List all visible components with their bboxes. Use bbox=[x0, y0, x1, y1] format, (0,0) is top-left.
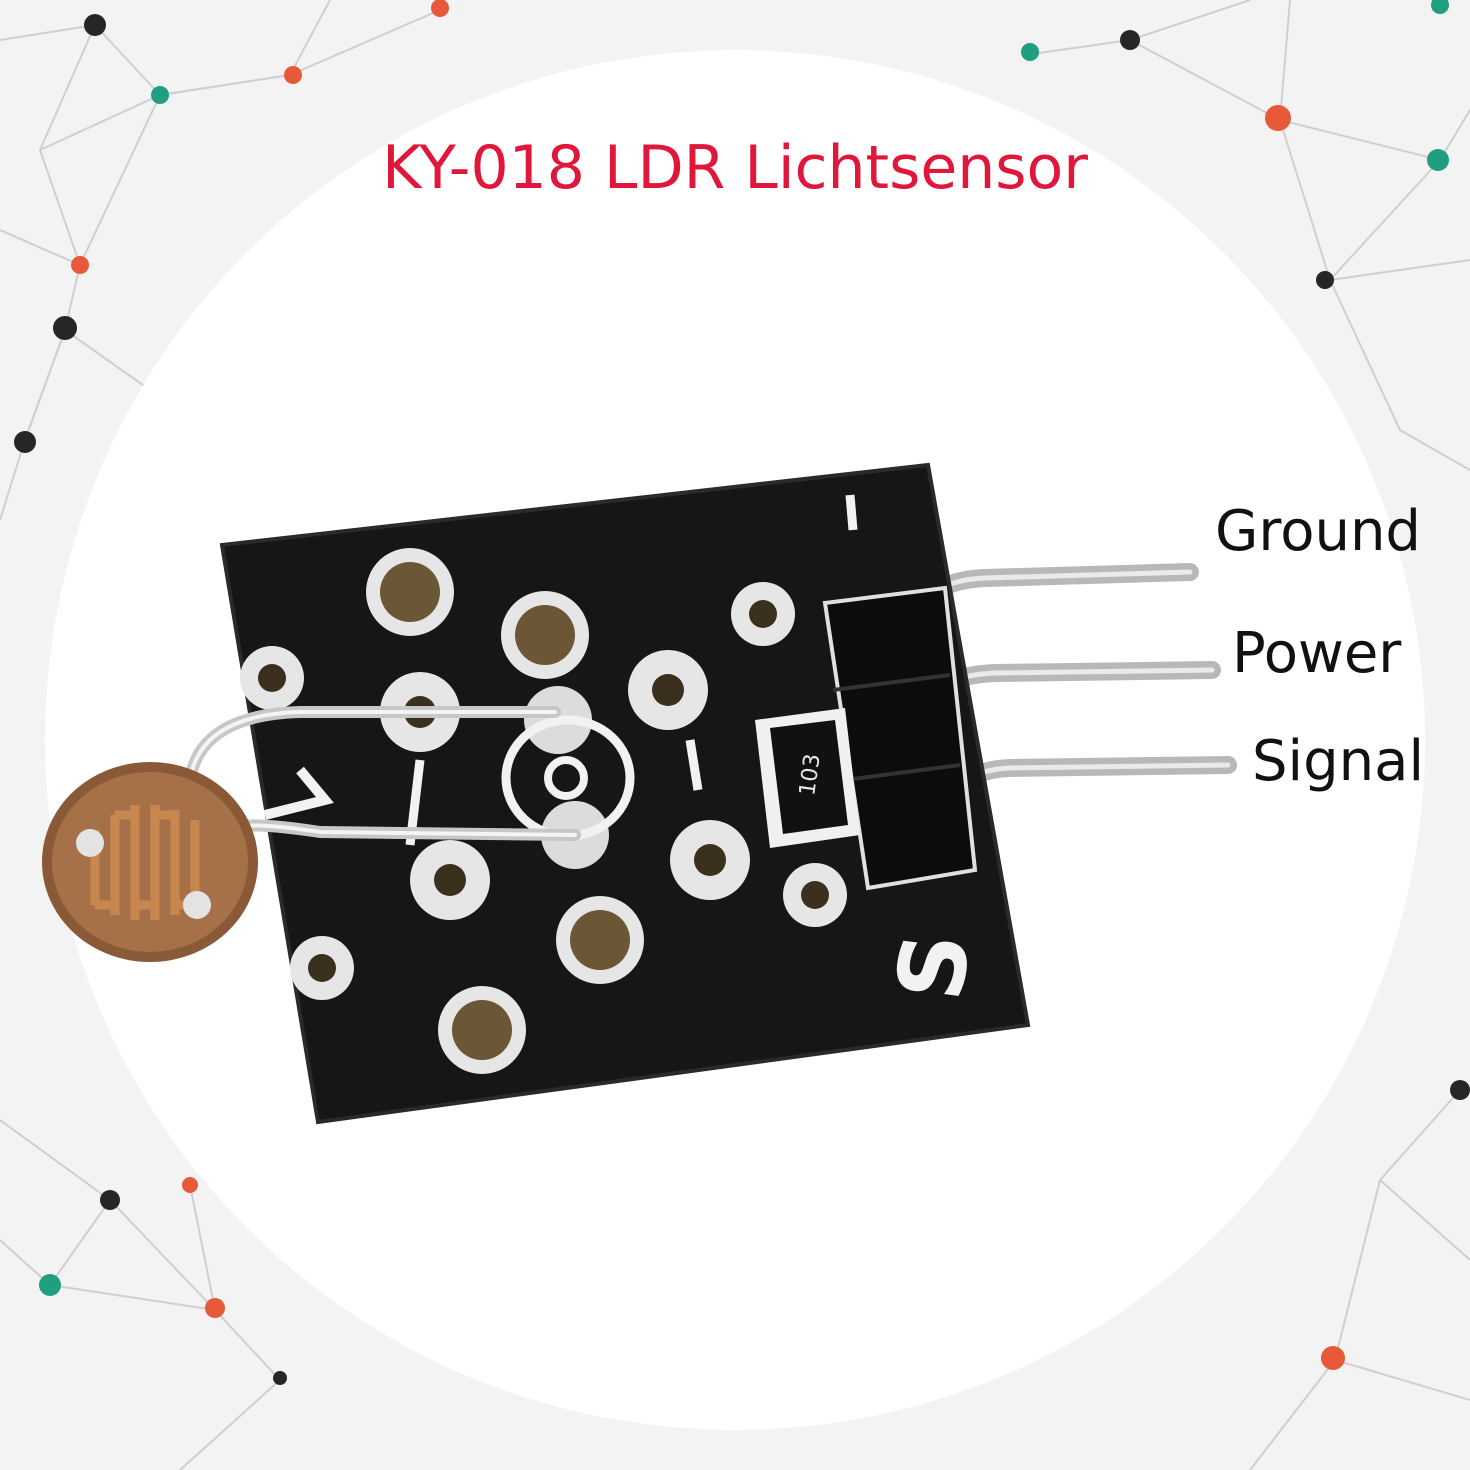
power-pin-label: Power bbox=[1232, 621, 1402, 686]
silkscreen-s-label: S bbox=[877, 927, 991, 1006]
signal-pin-label: Signal bbox=[1252, 729, 1425, 794]
photoresistor bbox=[42, 762, 258, 962]
pcb-pads bbox=[240, 548, 847, 1074]
silkscreen: S bbox=[263, 494, 991, 1006]
page-title: KY-018 LDR Lichtsensor bbox=[382, 133, 1088, 203]
ground-pin-label: Ground bbox=[1215, 499, 1421, 564]
resistor-code: 103 bbox=[795, 752, 826, 797]
smd-resistor: 103 bbox=[755, 708, 860, 848]
